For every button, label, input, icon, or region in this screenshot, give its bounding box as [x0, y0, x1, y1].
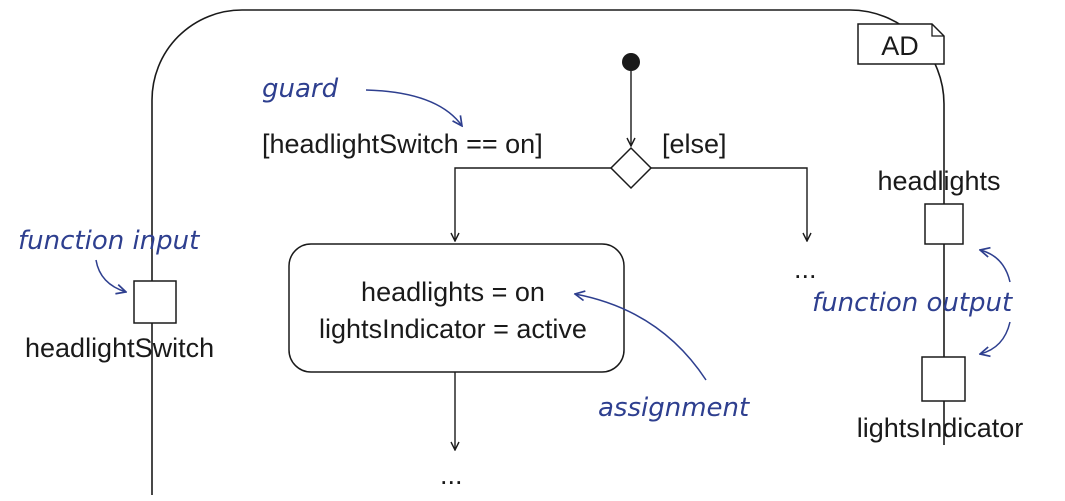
annotation-assignment: assignment — [598, 393, 750, 423]
output-pin-lightsindicator-label: lightsIndicator — [857, 413, 1024, 443]
output-pin-headlights — [924, 203, 964, 245]
else-branch-flow — [651, 167, 807, 241]
annotation-assignment-arrow — [575, 294, 707, 381]
annotation-function-input: function input — [18, 226, 200, 256]
input-pin-label: headlightSwitch — [25, 333, 214, 363]
else-continuation: ... — [794, 254, 817, 284]
frame-tag: AD — [857, 23, 945, 65]
frame-tag-label: AD — [881, 31, 919, 61]
output-pin-lightsindicator — [921, 356, 966, 402]
annotation-function-output-arrow-up — [980, 250, 1011, 283]
annotation-guard: guard — [262, 74, 339, 104]
action-line-1: headlights = on — [361, 277, 545, 307]
decision-node — [609, 146, 653, 190]
input-pin — [133, 280, 177, 324]
annotation-function-output-arrow-down — [980, 321, 1011, 354]
true-branch-flow — [455, 167, 611, 241]
output-pin-headlights-label: headlights — [877, 166, 1000, 196]
annotation-function-input-arrow — [95, 259, 126, 292]
guard-true-label: [headlightSwitch == on] — [262, 129, 543, 159]
action-line-2: lightsIndicator = active — [319, 314, 587, 344]
bottom-continuation: ... — [440, 460, 463, 490]
guard-else-label: [else] — [662, 129, 727, 159]
annotation-guard-arrow — [365, 89, 462, 126]
initial-node — [622, 53, 640, 71]
action-node — [288, 243, 625, 373]
annotation-function-output: function output — [812, 288, 1013, 318]
